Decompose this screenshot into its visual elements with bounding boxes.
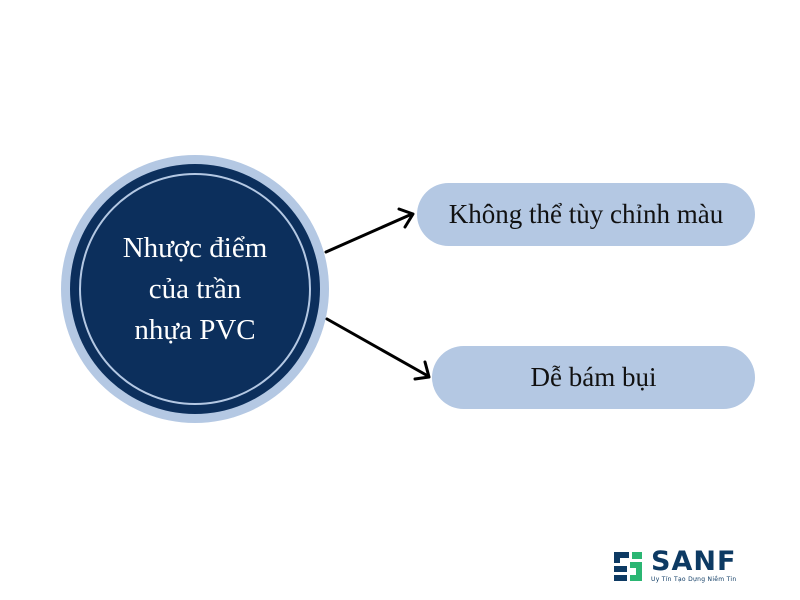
branch-node-1: Không thể tùy chỉnh màu [417,183,755,246]
arrow-to-branch-2 [325,317,431,381]
central-node-label: Nhược điểm của trần nhựa PVC [95,228,295,351]
central-node-line-2: của trần [148,273,242,305]
central-node-disc [70,164,320,414]
central-node-line-3: nhựa PVC [134,314,256,346]
branch-node-2: Dễ bám bụi [432,346,755,409]
arrow-to-branch-1 [324,207,415,254]
sanf-logo-mark-icon [614,552,642,581]
central-node-inner-ring [79,173,311,405]
central-node-line-1: Nhược điểm [122,232,268,264]
sanf-logo: SANF Uy Tín Tạo Dựng Niềm Tin [611,546,751,585]
sanf-wordmark: SANF [651,546,737,577]
branch-node-2-label: Dễ bám bụi [530,362,657,392]
branch-node-1-label: Không thể tùy chỉnh màu [448,199,724,229]
sanf-tagline: Uy Tín Tạo Dựng Niềm Tin [651,576,737,583]
